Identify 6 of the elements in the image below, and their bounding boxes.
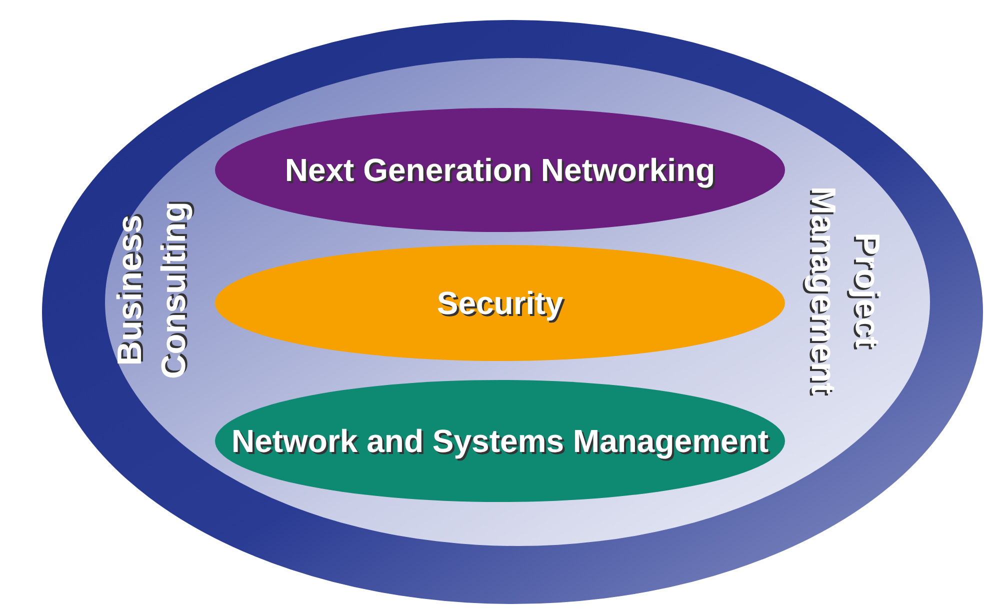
ring-label: Business Consulting [110, 200, 194, 381]
ellipse-label: Next Generation Networking [284, 151, 716, 190]
ring-label: Project Management [803, 185, 888, 396]
ellipse-label: Security [436, 284, 564, 323]
outer-ellipse [40, 18, 985, 606]
ellipse-label: Network and Systems Management [231, 422, 769, 461]
